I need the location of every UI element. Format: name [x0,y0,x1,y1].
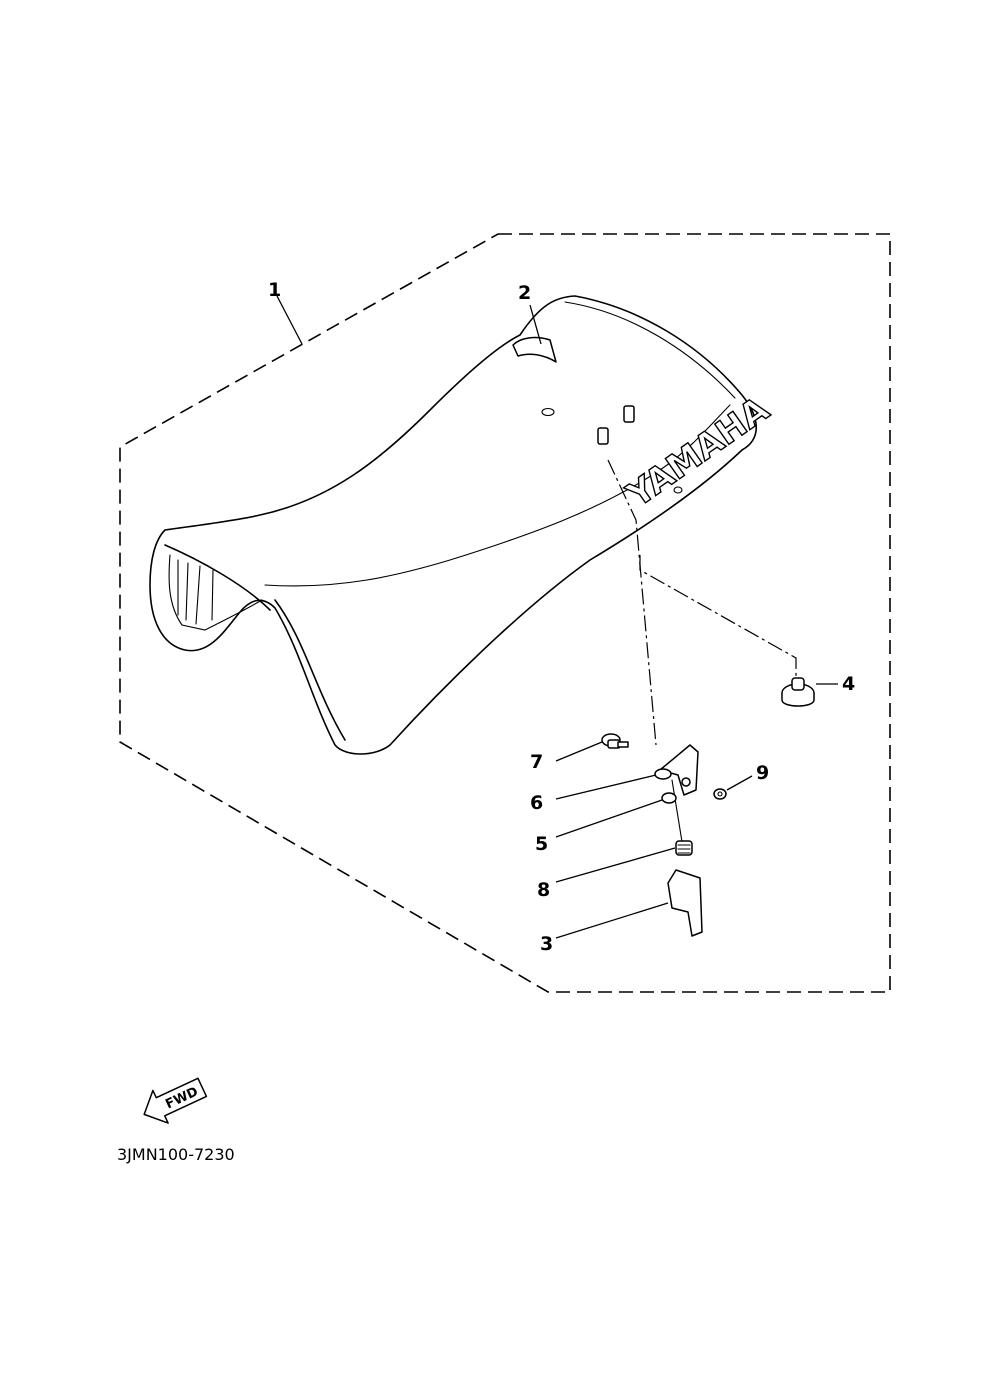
part-nut [661,792,677,804]
callout-4: 4 [842,673,855,695]
seat-front-cavity [164,544,271,611]
seat-stud-2 [597,427,609,445]
leader-2 [529,304,542,345]
callout-6: 6 [530,792,543,814]
seat-side-edge [274,599,346,741]
callout-7: 7 [530,751,543,773]
part-bolt [601,733,629,749]
centerline-6 [607,459,657,746]
seat-outline [149,295,757,755]
leader-9 [726,775,753,791]
seat-strap [512,336,557,363]
leader-8 [555,847,676,883]
seat-brand-emblem: YAMAHA [619,389,777,516]
leader-1 [276,295,303,345]
seat-front-cavity-inner [168,554,263,631]
part-lock-plate [667,869,703,937]
seat-top-ridge [264,404,731,587]
seat-stud-1 [623,405,635,423]
leader-3 [555,902,669,939]
callout-8: 8 [537,879,550,901]
callout-5: 5 [535,833,548,855]
seat-pleat-4 [211,569,214,621]
assembly-boundary [119,233,891,993]
callout-3: 3 [540,933,553,955]
leader-5 [555,799,663,838]
seat-rear-edge [564,301,736,399]
callout-9: 9 [756,762,769,784]
seat-assembly: YAMAHA [149,295,778,755]
centerline-5-8 [671,779,684,849]
seat-bolt-hole [673,486,683,494]
fwd-arrow-icon: FWD [143,1077,208,1124]
leader-6 [555,774,657,800]
callout-1: 1 [268,279,281,301]
centerline-4 [639,555,797,680]
drawing-code: 3JMN100-7230 [117,1145,235,1164]
part-spring [675,840,693,856]
part-bracket [654,744,699,796]
seat-pleat-3 [195,565,201,625]
callout-2: 2 [518,282,531,304]
seat-pleat-2 [185,562,189,621]
leader-7 [555,741,603,762]
part-washer [713,788,727,800]
seat-hole [541,407,555,417]
part-damper [781,677,815,707]
